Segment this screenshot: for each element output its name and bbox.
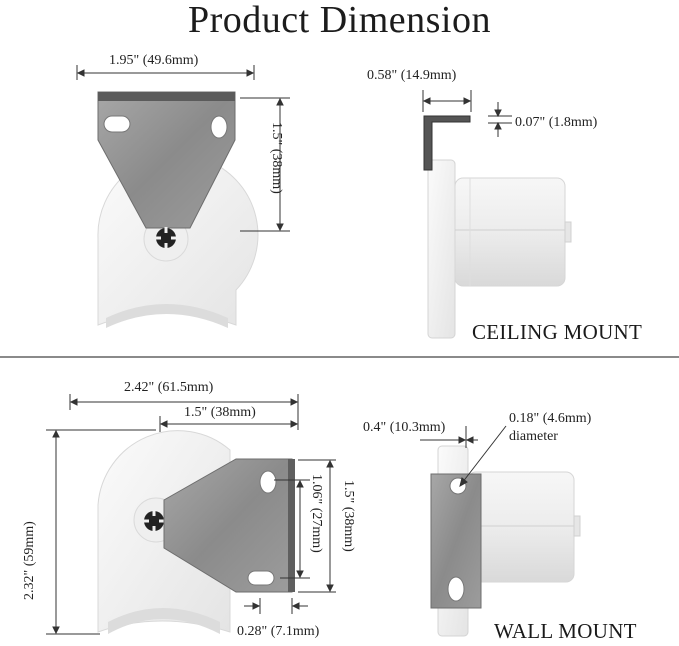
- bracket-side-fold: [288, 459, 295, 592]
- top-depth-label: 0.58" (14.9mm): [367, 68, 457, 83]
- mount-hole-right: [210, 115, 228, 139]
- wall-bracket-front-view: [46, 394, 336, 635]
- bracket-top-fold: [98, 92, 235, 101]
- bottom-bracket-width-label: 1.5" (38mm): [184, 405, 256, 420]
- bottom-total-height-label: 2.32" (59mm): [22, 521, 37, 600]
- wall-bracket-side-view: [420, 425, 581, 637]
- top-width-label: 1.95" (49.6mm): [109, 53, 199, 68]
- bracket-edge: [423, 115, 471, 171]
- bottom-edge-offset-label: 0.28" (7.1mm): [237, 624, 320, 639]
- cylinder: [454, 177, 566, 287]
- plastic-bottom-lip: [106, 304, 228, 328]
- star-shaft: [155, 227, 177, 249]
- cylinder: [467, 471, 575, 583]
- bottom-offset-label: 0.4" (10.3mm): [363, 420, 446, 435]
- bottom-bracket-height-label: 1.5" (38mm): [341, 480, 356, 552]
- ceiling-bracket-front-view: [76, 65, 290, 328]
- side-plate: [427, 159, 456, 339]
- ceiling-mount-label: CEILING MOUNT: [472, 320, 643, 344]
- mount-slot-bottom: [247, 570, 275, 586]
- bottom-hole-spacing-label: 1.06" (27mm): [309, 474, 324, 553]
- star-shaft: [143, 510, 165, 532]
- ceiling-bracket-side-view: [422, 90, 572, 339]
- top-thickness-label: 0.07" (1.8mm): [515, 115, 598, 130]
- hole-diameter-sublabel: diameter: [509, 429, 558, 444]
- hole-diameter-label: 0.18" (4.6mm): [509, 411, 592, 426]
- mount-slot-bottom: [447, 576, 465, 602]
- page-title: Product Dimension: [188, 0, 491, 41]
- bottom-total-width-label: 2.42" (61.5mm): [124, 380, 214, 395]
- mount-slot-left: [103, 115, 131, 133]
- top-height-label: 1.5" (38mm): [269, 122, 284, 194]
- mount-hole-top: [259, 470, 277, 494]
- wall-mount-label: WALL MOUNT: [494, 619, 637, 643]
